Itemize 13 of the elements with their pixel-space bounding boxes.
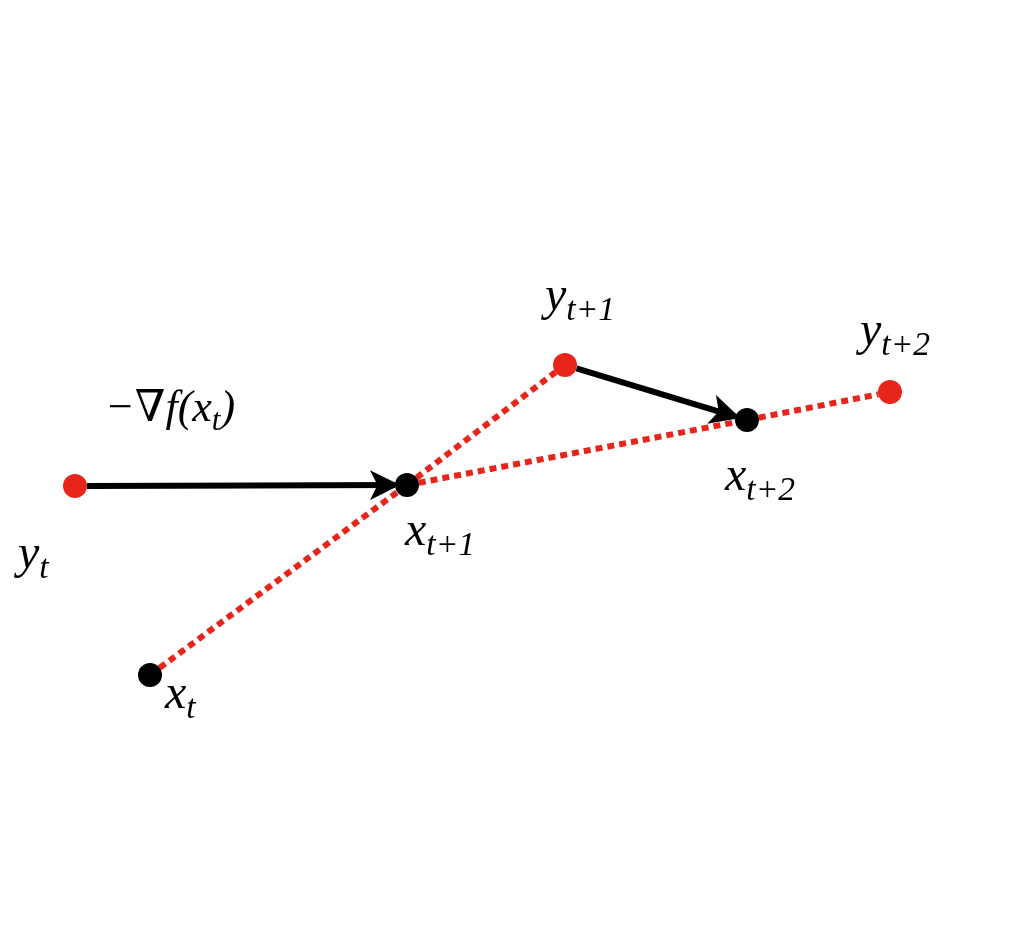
dotted-line (414, 369, 558, 481)
point-dot (395, 473, 419, 497)
point-label: x$_{t+1}$ (405, 505, 476, 561)
dotted-line (758, 391, 879, 421)
point-dot (138, 663, 162, 687)
point-dot (553, 353, 577, 377)
point-label: x$_{t+2}$ (725, 450, 796, 506)
dotted-line (418, 419, 736, 486)
point-dot (878, 380, 902, 404)
point-dot (63, 474, 87, 498)
point-label: x$_{t}$ (165, 668, 196, 724)
dotted-line (157, 489, 400, 671)
point-dot (735, 408, 759, 432)
